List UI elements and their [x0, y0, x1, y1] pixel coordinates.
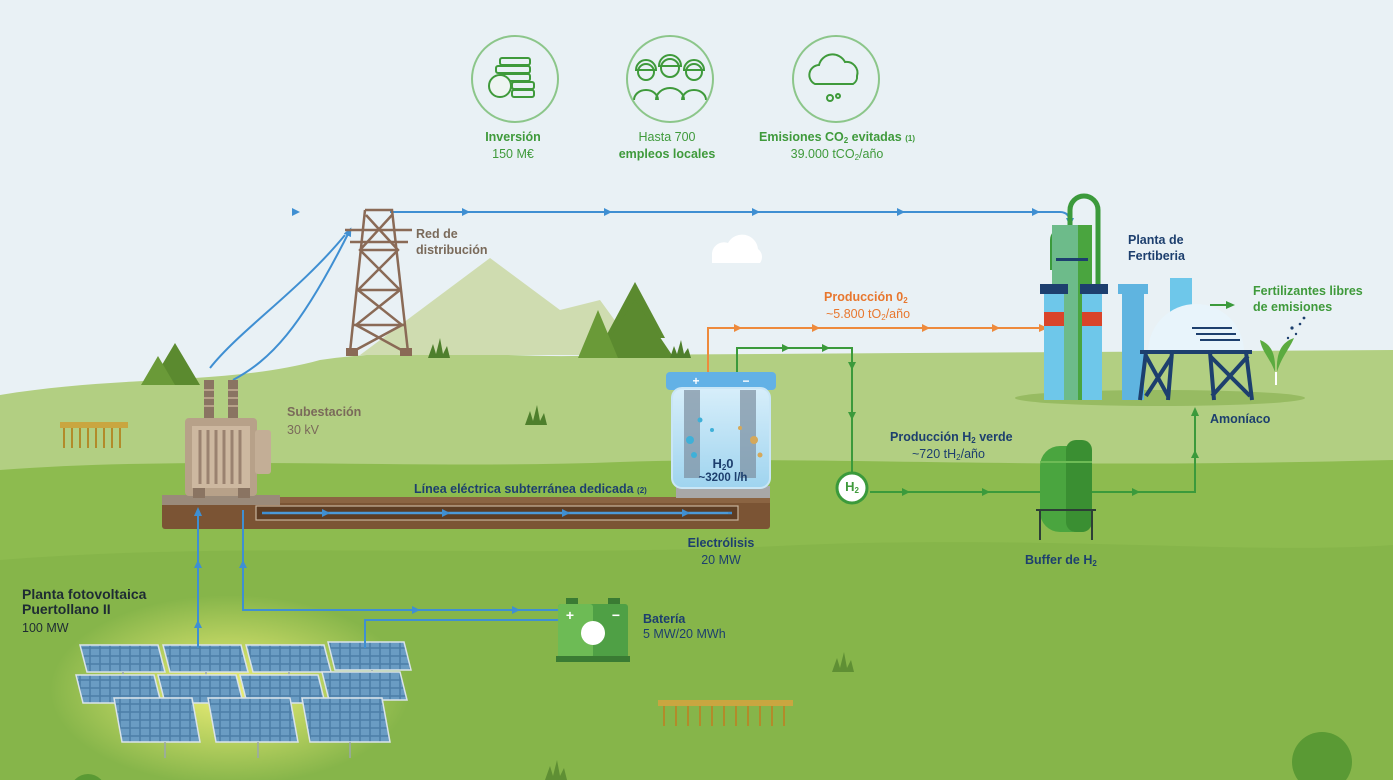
electrolyzer-flow-value: ~3200 l/h — [698, 472, 748, 484]
battery-capacity: 5 MW/20 MWh — [643, 627, 726, 641]
oxygen-production-title: Producción 02 — [824, 290, 908, 305]
employment-kpi-line1: Hasta 700 — [638, 130, 696, 144]
svg-text:+: + — [692, 374, 699, 388]
ammonia-title: Amoníaco — [1210, 412, 1271, 426]
investment-kpi-title: Inversión — [485, 130, 541, 144]
investment-kpi-ring — [471, 35, 559, 123]
hydrogen-production-value: ~720 tH2/año — [912, 447, 985, 462]
svg-text:−: − — [612, 607, 620, 623]
emissions-kpi-ring — [792, 35, 880, 123]
emissions-kpi-title: Emisiones CO2 evitadas (1) — [759, 130, 915, 145]
battery-title: Batería — [643, 612, 686, 626]
investment-kpi-value: 150 M€ — [492, 147, 534, 161]
electrolyzer-tank-label: H20 — [712, 456, 734, 472]
emissions-kpi-value: 39.000 tCO2/año — [790, 147, 884, 162]
substation-value: 30 kV — [287, 423, 319, 437]
hydrogen-production-title: Producción H2 verde — [890, 430, 1013, 445]
hydrogen-buffer-title: Buffer de H2 — [1025, 553, 1097, 568]
underground-cable-title: Línea eléctrica subterránea dedicada (2) — [414, 482, 647, 496]
svg-text:+: + — [566, 607, 574, 623]
employment-kpi-line2: empleos locales — [618, 147, 716, 161]
employment-kpi-ring — [626, 35, 714, 123]
svg-text:−: − — [742, 374, 749, 388]
electrolyzer-power: 20 MW — [701, 553, 741, 567]
oxygen-production-value: ~5.800 tO2/año — [826, 307, 911, 322]
hydrogen-node-label: H2 — [845, 479, 859, 495]
solar-plant-capacity: 100 MW — [22, 621, 69, 635]
substation-title: Subestación — [287, 405, 362, 419]
electrolyzer-title: Electrólisis — [687, 536, 755, 550]
